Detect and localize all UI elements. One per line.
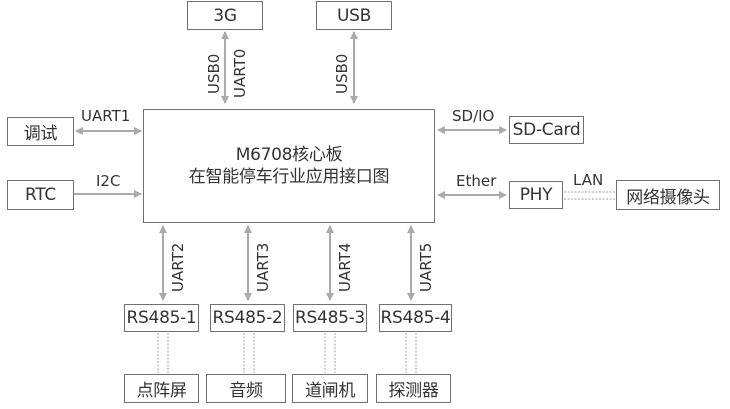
box-audio: 音频: [206, 374, 286, 403]
box-usb-label: USB: [337, 5, 371, 26]
box-3g: 3G: [187, 1, 263, 30]
box-rs485-1: RS485-1: [124, 304, 199, 332]
box-rs485-4: RS485-4: [379, 304, 452, 332]
label-sdio: SD/IO: [452, 107, 495, 125]
box-sdcard: SD-Card: [509, 116, 584, 144]
box-sdcard-label: SD-Card: [512, 120, 581, 140]
box-network-camera-label: 网络摄像头: [626, 187, 710, 208]
box-rs485-3-label: RS485-3: [295, 308, 365, 328]
box-rs485-2: RS485-2: [210, 304, 285, 332]
box-detector: 探测器: [376, 374, 451, 403]
label-uart2: UART2: [169, 242, 187, 292]
box-phy-label: PHY: [519, 185, 553, 205]
box-dot-matrix-screen: 点阵屏: [124, 374, 199, 403]
core-subtitle: 在智能停车行业应用接口图: [188, 167, 390, 187]
core-board-box: M6708核心板 在智能停车行业应用接口图: [143, 109, 435, 223]
box-rs485-2-label: RS485-2: [212, 308, 283, 328]
box-phy: PHY: [509, 181, 563, 209]
box-debug-label: 调试: [23, 124, 58, 144]
box-network-camera: 网络摄像头: [616, 180, 720, 210]
box-barrier-gate: 道闸机: [292, 374, 368, 403]
box-dot-matrix-screen-label: 点阵屏: [136, 381, 187, 401]
label-usb0-usb: USB0: [333, 53, 351, 94]
box-usb: USB: [316, 1, 392, 30]
box-rtc: RTC: [7, 180, 74, 210]
box-3g-label: 3G: [213, 5, 237, 26]
box-rtc-label: RTC: [25, 185, 56, 205]
label-uart0: UART0: [231, 48, 249, 98]
label-uart3: UART3: [254, 242, 272, 292]
box-barrier-gate-label: 道闸机: [304, 381, 356, 401]
label-uart4: UART4: [336, 242, 354, 292]
box-detector-label: 探测器: [388, 381, 439, 401]
box-rs485-1-label: RS485-1: [126, 308, 197, 328]
box-rs485-3: RS485-3: [293, 304, 367, 332]
label-lan: LAN: [573, 171, 604, 189]
label-i2c: I2C: [96, 172, 121, 190]
core-title: M6708核心板: [235, 145, 343, 165]
box-audio-label: 音频: [229, 381, 263, 401]
label-uart5: UART5: [417, 242, 435, 292]
label-ether: Ether: [456, 172, 497, 190]
label-usb0-3g: USB0: [205, 53, 223, 94]
box-rs485-4-label: RS485-4: [380, 308, 451, 328]
box-debug: 调试: [7, 117, 74, 146]
label-uart1: UART1: [81, 107, 131, 125]
